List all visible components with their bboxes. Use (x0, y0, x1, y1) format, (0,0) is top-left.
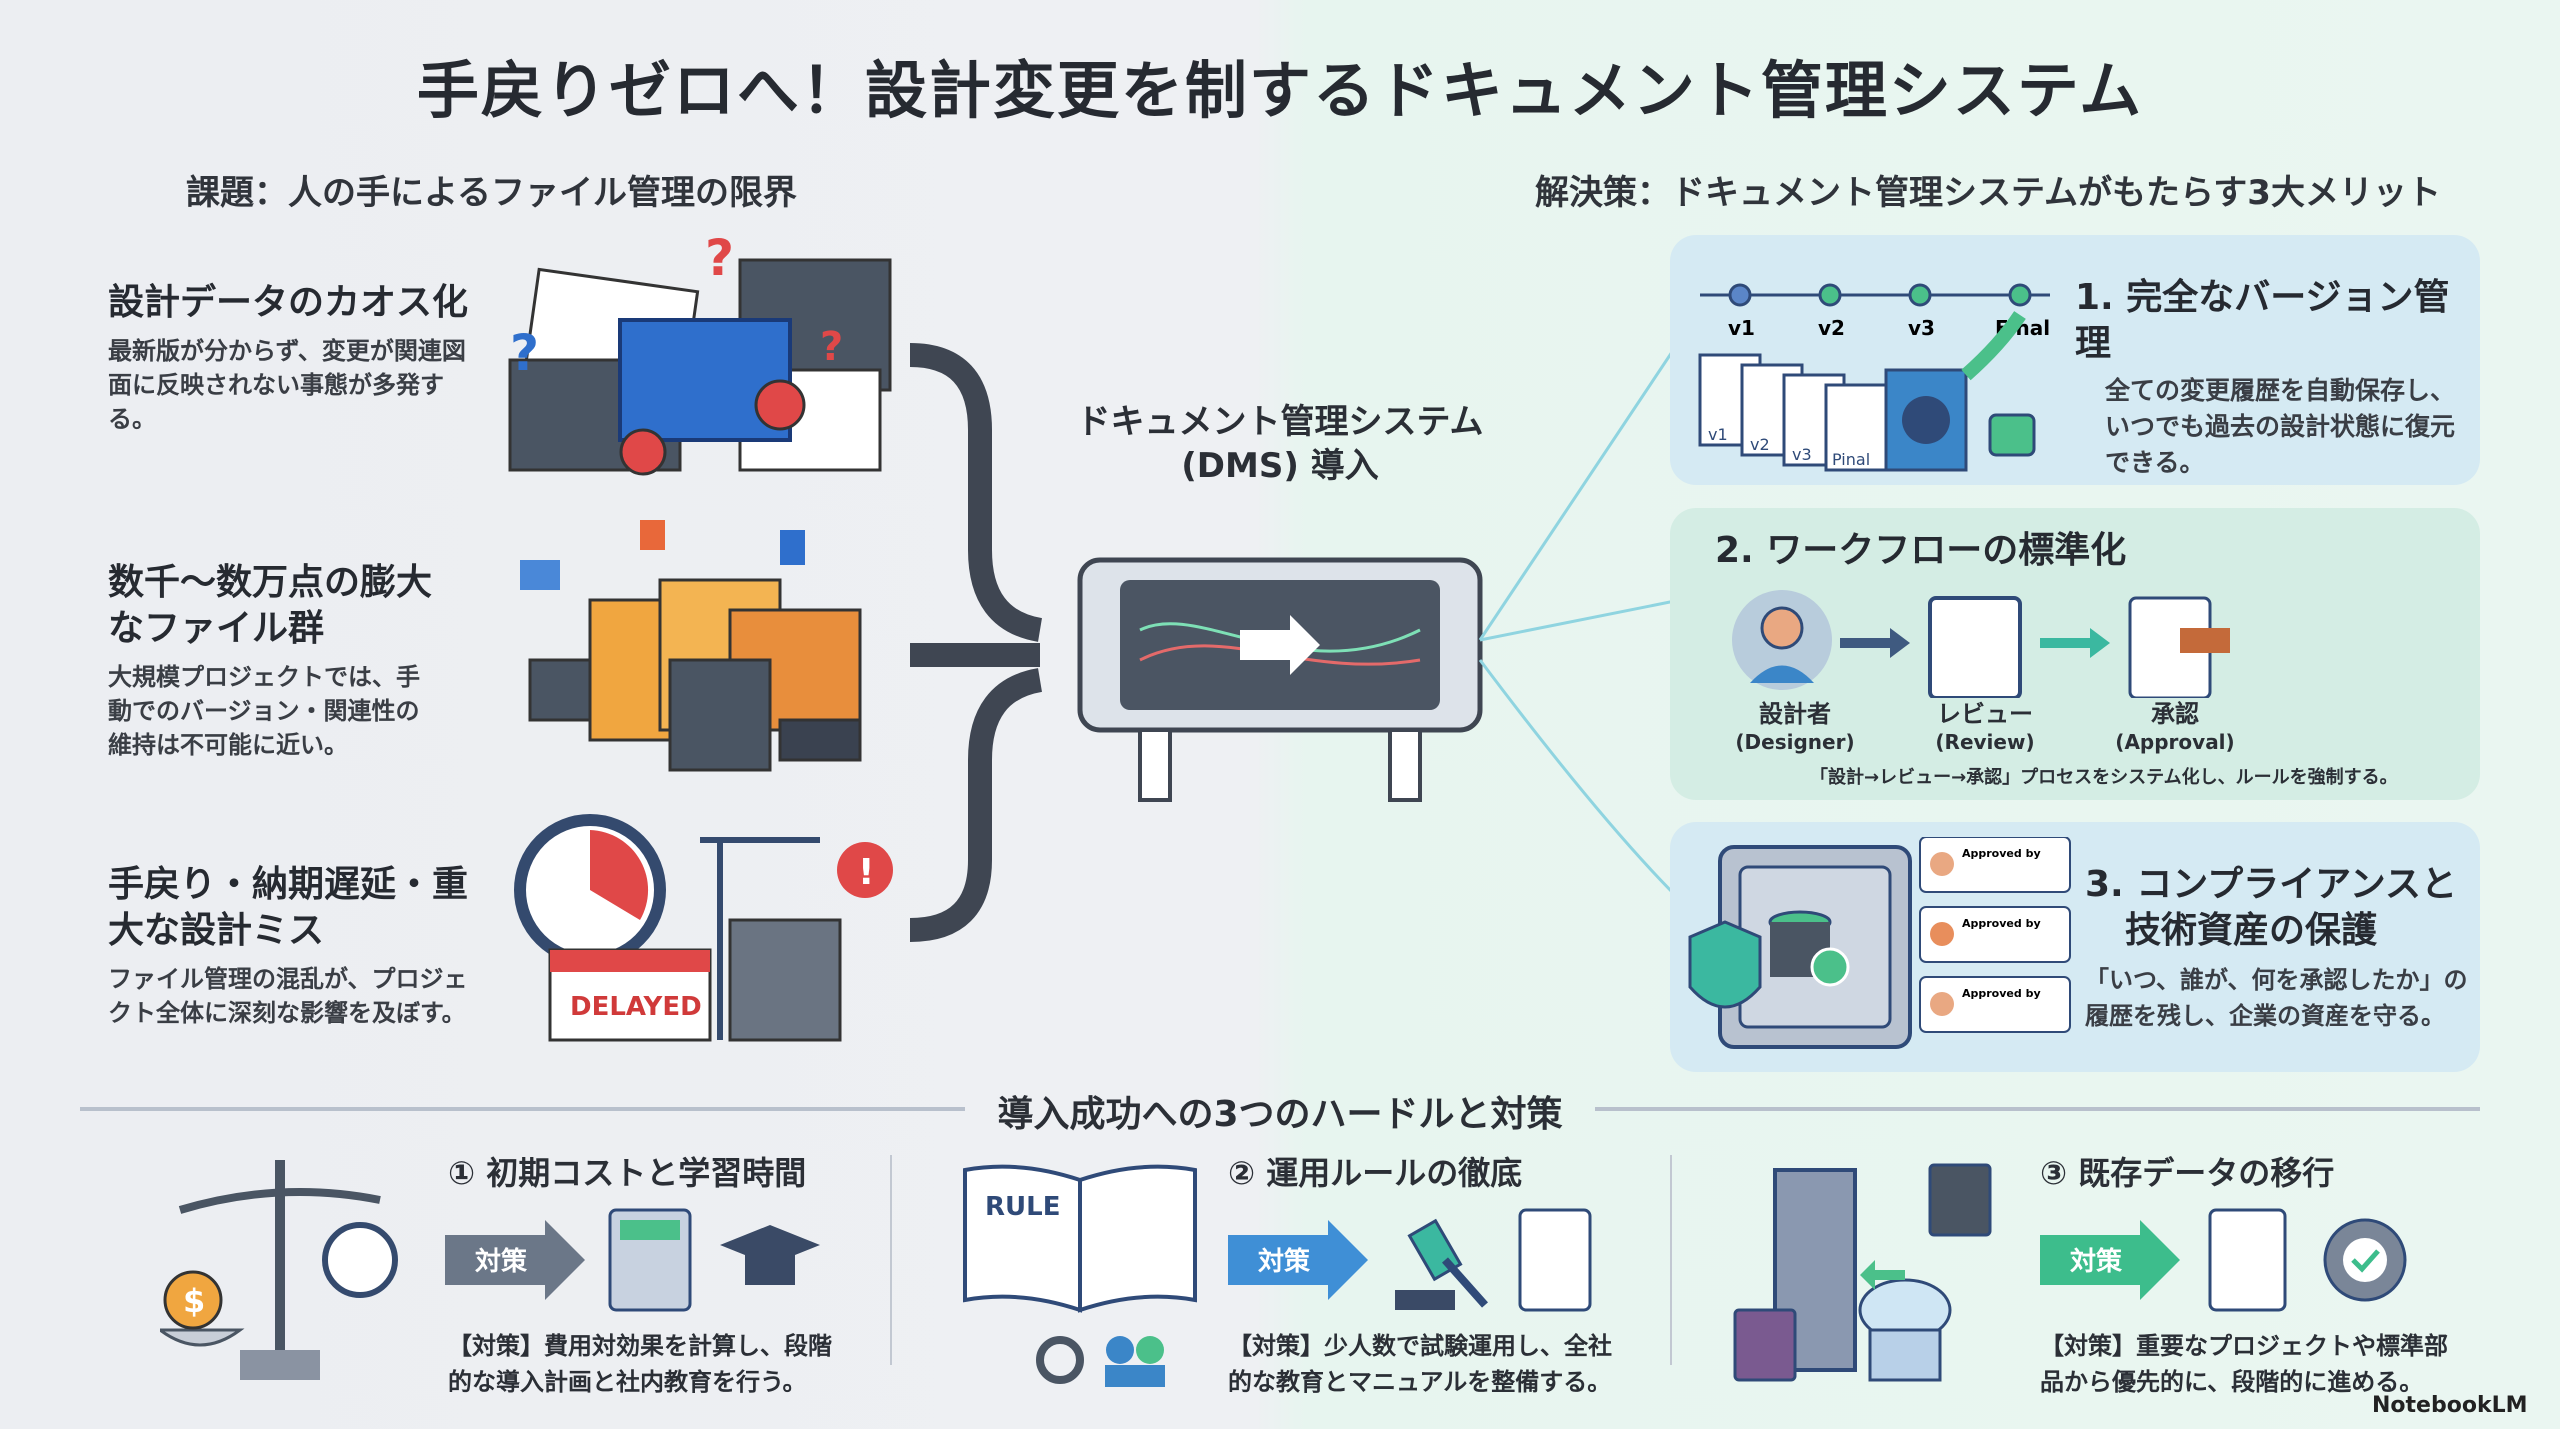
benefit-card-compliance: Approved by Approved by Approved by 3. コ… (1670, 822, 2480, 1072)
svg-text:$: $ (183, 1282, 205, 1320)
version-label: v3 (1908, 316, 1935, 340)
file-tag: v2 (1750, 435, 1770, 454)
step-approval: 承認(Approval) (2110, 700, 2240, 756)
page-title: 手戻りゼロへ！設計変更を制するドキュメント管理システム (416, 54, 2144, 127)
benefit-desc: 全ての変更履歴を自動保存し、いつでも過去の設計状態に復元できる。 (2105, 376, 2456, 477)
svg-text:?: ? (820, 324, 843, 370)
countermeasure-arrow: 対策 (1228, 1220, 1368, 1300)
countermeasure-arrow: 対策 (445, 1220, 585, 1300)
problem-item: 数千〜数万点の膨大なファイル群 大規模プロジェクトでは、手動でのバージョン・関連… (108, 560, 438, 762)
hurdle-desc: 【対策】重要なプロジェクトや標準部品から優先的に、段階的に進める。 (2040, 1332, 2448, 1396)
step-label: レビュー (1937, 700, 2033, 728)
step-label-en: (Approval) (2115, 730, 2235, 754)
server-migration-icon (1733, 1163, 1992, 1382)
step-label-en: (Review) (1935, 730, 2035, 754)
divider (1670, 1155, 1672, 1365)
hurdles-heading: 導入成功への3つのハードルと対策 (997, 1094, 1563, 1135)
countermeasure-arrow: 対策 (2040, 1220, 2180, 1300)
svg-text:?: ? (705, 230, 734, 287)
step-designer: 設計者(Designer) (1730, 700, 1860, 756)
approval-log-entry: Approved by (1962, 917, 2041, 930)
hurdle-title: ③ 既存データの移行 (2040, 1154, 2335, 1192)
benefit-desc: 「いつ、誰が、何を承認したか」の履歴を残し、企業の資産を守る。 (2085, 966, 2468, 1030)
svg-text:?: ? (510, 324, 539, 382)
benefit-card-workflow: 2. ワークフローの標準化 設計者(Designer) レビュー(Review)… (1670, 508, 2480, 800)
hurdle-title: ① 初期コストと学習時間 (448, 1154, 807, 1192)
problem-title: 手戻り・納期遅延・重大な設計ミス (108, 864, 469, 951)
benefit-title: 2. ワークフローの標準化 (1715, 530, 2127, 571)
benefit-desc: 「設計→レビュー→承認」プロセスをシステム化し、ルールを強制する。 (1810, 767, 2398, 788)
benefit-title-line1: 3. コンプライアンスと (2085, 864, 2458, 905)
hurdle-desc: 【対策】費用対効果を計算し、段階的な導入計画と社内教育を行う。 (448, 1332, 832, 1396)
gavel-document-icon (1395, 1208, 1592, 1312)
file-tag: v3 (1792, 445, 1812, 464)
balance-scale-icon: $ (160, 1160, 398, 1380)
file-pile-icon (520, 520, 862, 772)
file-tag: v1 (1708, 425, 1728, 444)
file-tag: Pinal (1832, 450, 1870, 469)
secure-vault-icon: Approved by Approved by Approved by (1688, 837, 2071, 1049)
step-review: レビュー(Review) (1920, 700, 2050, 756)
version-label: v2 (1818, 316, 1845, 340)
problem-desc: 大規模プロジェクトでは、手動でのバージョン・関連性の維持は不可能に近い。 (108, 663, 420, 759)
benefit-title: 1. 完全なバージョン管理 (2075, 277, 2450, 364)
problems-heading: 課題：人の手によるファイル管理の限界 (186, 173, 797, 213)
benefit-card-version: v1 v2 v3 Final v1 v2 v3 Pinal 1. 完全なバージョ… (1670, 235, 2480, 485)
dms-label: ドキュメント管理システム (DMS) 導入 (1060, 400, 1500, 488)
problem-item: 設計データのカオス化 最新版が分からず、変更が関連図面に反映されない事態が多発す… (108, 280, 468, 436)
problem-desc: 最新版が分からず、変更が関連図面に反映されない事態が多発する。 (108, 337, 466, 433)
hurdle-desc: 【対策】少人数で試験運用し、全社的な教育とマニュアルを整備する。 (1228, 1332, 1612, 1396)
problem-item: 手戻り・納期遅延・重大な設計ミス ファイル管理の混乱が、プロジェクト全体に深刻な… (108, 862, 468, 1030)
divider (890, 1155, 892, 1365)
checklist-gear-icon (2208, 1208, 2407, 1312)
notebooklm-watermark: NotebookLM (2372, 1393, 2528, 1418)
benefit-title-line2: 技術資産の保護 (2125, 910, 2378, 951)
arrow-label: 対策 (1258, 1246, 1310, 1277)
dms-label-line2: (DMS) 導入 (1181, 446, 1379, 486)
hurdle-title: ② 運用ルールの徹底 (1228, 1154, 1523, 1192)
svg-text:!: ! (858, 852, 874, 893)
step-label: 承認 (2151, 700, 2199, 728)
approval-log-entry: Approved by (1962, 847, 2041, 860)
version-history-icon: v1 v2 v3 Final v1 v2 v3 Pinal (1698, 283, 2050, 472)
problem-title: 設計データのカオス化 (108, 282, 469, 323)
divider (80, 1107, 965, 1111)
divider (1595, 1107, 2480, 1111)
version-label: v1 (1728, 316, 1755, 340)
problem-title: 数千〜数万点の膨大なファイル群 (108, 562, 433, 649)
problem-desc: ファイル管理の混乱が、プロジェクト全体に深刻な影響を及ぼす。 (108, 965, 468, 1027)
step-label: 設計者 (1759, 700, 1831, 728)
arrow-label: 対策 (475, 1246, 527, 1277)
delay-construction-icon: DELAYED ! (514, 814, 893, 1042)
chaotic-drawings-icon: ? ? ? (508, 230, 892, 476)
book-label: RULE (985, 1192, 1060, 1222)
workflow-icons (1732, 590, 2230, 698)
rule-book-icon: RULE (963, 1164, 1197, 1387)
approval-log-entry: Approved by (1962, 987, 2041, 1000)
calculator-graduation-icon (608, 1208, 820, 1312)
step-label-en: (Designer) (1735, 730, 1855, 754)
benefits-heading: 解決策：ドキュメント管理システムがもたらす3大メリット (1535, 173, 2441, 213)
delayed-stamp: DELAYED (570, 992, 702, 1022)
dms-label-line1: ドキュメント管理システム (1076, 402, 1484, 442)
dms-pipe-graphic (909, 340, 1680, 942)
arrow-label: 対策 (2070, 1246, 2122, 1277)
